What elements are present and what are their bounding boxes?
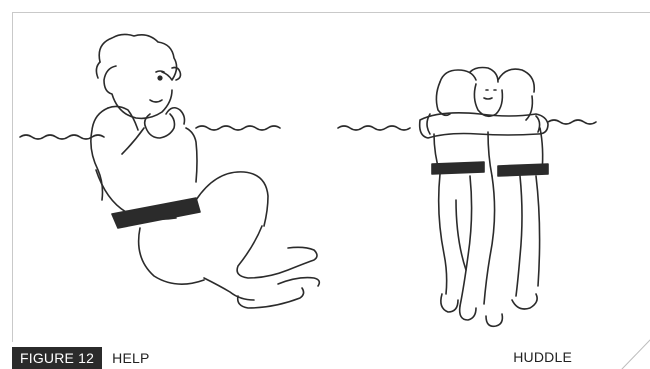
figure-caption-bar: FIGURE 12 HELP xyxy=(12,347,150,369)
water-surface-left-icon xyxy=(20,126,280,139)
help-position-swimmer-icon xyxy=(91,34,319,308)
water-surface-right-icon xyxy=(338,120,596,130)
figure-number-badge: FIGURE 12 xyxy=(12,347,102,369)
help-caption: HELP xyxy=(112,350,149,366)
huddle-group-swimmers-icon xyxy=(420,68,548,327)
huddle-caption: HUDDLE xyxy=(513,349,572,365)
